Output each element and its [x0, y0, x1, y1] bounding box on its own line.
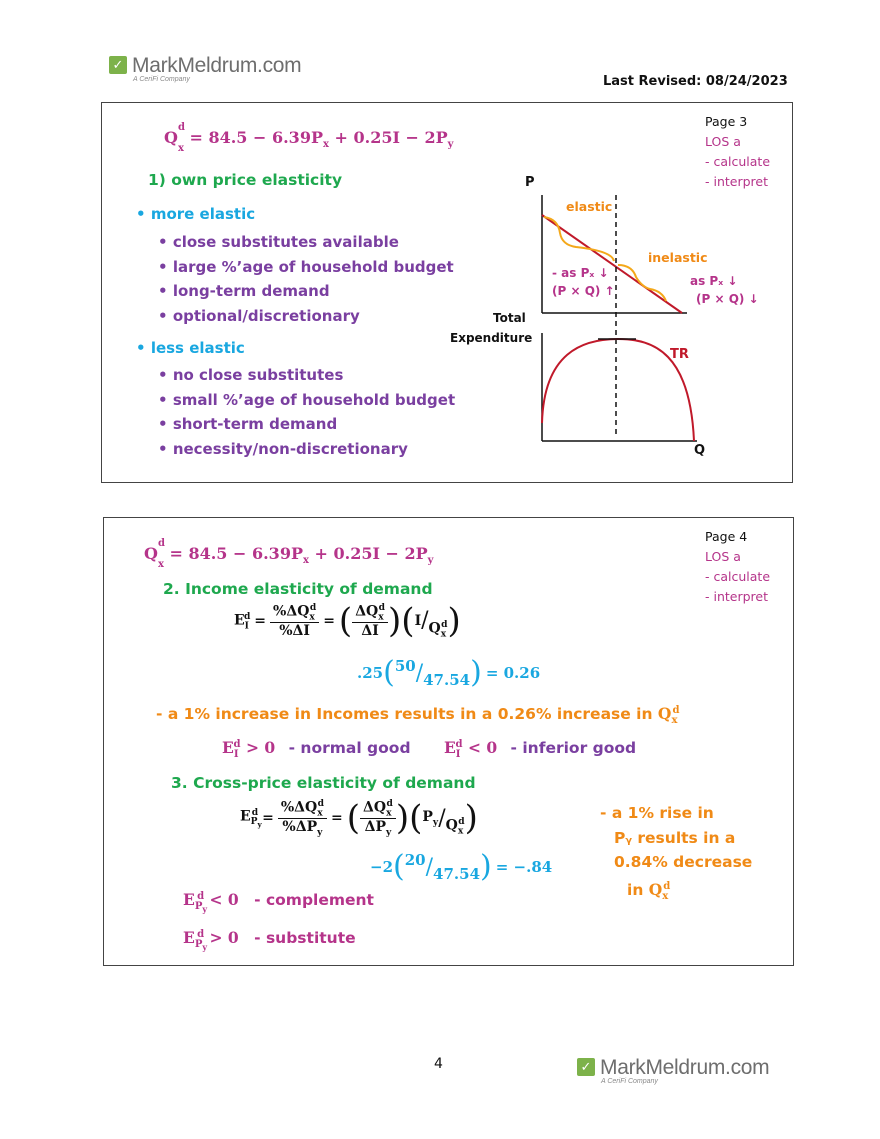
logo-name: MarkMeldrum.com — [132, 54, 302, 77]
more-elastic-list: • close substitutes available • large %’… — [158, 230, 454, 328]
elastic-note: - as Pₓ ↓ (P × Q) ↑ — [552, 266, 615, 298]
cross-price-heading: 3. Cross-price elasticity of demand — [171, 774, 476, 792]
elasticity-graph — [541, 195, 697, 442]
income-interpretation: - a 1% increase in Incomes results in a … — [156, 704, 680, 727]
page-label: Page 3 — [705, 114, 748, 129]
expenditure-label: Expenditure — [450, 331, 533, 345]
los-label: LOS a — [705, 134, 741, 149]
los-item: - interpret — [705, 174, 769, 189]
last-revised: Last Revised: 08/24/2023 — [603, 74, 788, 89]
elastic-brace — [543, 216, 615, 262]
more-elastic-heading: • more elastic — [136, 205, 256, 223]
list-item: • short-term demand — [158, 415, 338, 433]
cross-price-calculation: −2 ( 20 / 47.54 ) = −.84 — [370, 849, 553, 884]
logo-tagline: A CeriFi Company — [133, 76, 190, 83]
list-item: • large %’age of household budget — [158, 257, 454, 276]
los-label: LOS a — [705, 549, 741, 564]
income-elasticity-heading: 2. Income elasticity of demand — [163, 580, 433, 598]
own-price-heading: 1) own price elasticity — [148, 171, 343, 189]
list-item: • optional/discretionary — [158, 306, 360, 325]
complement-rule: EPyd < 0 - complement — [183, 890, 374, 915]
checkmark-icon: ✓ — [577, 1058, 595, 1076]
p-axis-label: P — [525, 175, 535, 190]
list-item: • no close substitutes — [158, 366, 344, 384]
page-label: Page 4 — [705, 529, 748, 544]
page-number: 4 — [434, 1056, 443, 1072]
inelastic-note: as Pₓ ↓ (P × Q) ↓ — [690, 274, 759, 306]
los-item: - interpret — [705, 589, 769, 604]
logo-tagline: A CeriFi Company — [601, 1078, 658, 1085]
header-logo: ✓ MarkMeldrum.com A CeriFi Company — [109, 54, 302, 83]
inelastic-brace — [617, 264, 667, 302]
logo-name: MarkMeldrum.com — [600, 1056, 770, 1079]
los-item: - calculate — [705, 154, 771, 169]
checkmark-icon: ✓ — [109, 56, 127, 74]
income-calculation: .25 ( 50 / 47.54 ) = 0.26 — [357, 655, 541, 690]
elastic-label: elastic — [566, 199, 613, 214]
total-label: Total — [493, 311, 526, 325]
list-item: • necessity/non-discretionary — [158, 439, 408, 458]
demand-curve — [541, 214, 683, 314]
less-elastic-heading: • less elastic — [136, 339, 245, 357]
less-elastic-list: • no close substitutes • small %’age of … — [158, 363, 455, 461]
list-item: • long-term demand — [158, 282, 330, 300]
tr-label: TR — [670, 347, 689, 362]
income-goods-classification: EId > 0 - normal good EId < 0 - inferior… — [222, 738, 637, 761]
page-ref: Page 3 LOS a - calculate - interpret — [705, 112, 770, 192]
page-ref: Page 4 LOS a - calculate - interpret — [705, 527, 770, 607]
cross-price-interpretation: - a 1% rise in Pᵧ results in a 0.84% dec… — [600, 804, 753, 902]
q-axis-label: Q — [694, 443, 706, 458]
los-item: - calculate — [705, 569, 771, 584]
list-item: • small %’age of household budget — [158, 390, 456, 409]
substitute-rule: EPyd > 0 - substitute — [183, 928, 356, 953]
inelastic-label: inelastic — [648, 250, 708, 265]
footer-logo: ✓ MarkMeldrum.com A CeriFi Company — [577, 1056, 770, 1085]
list-item: • close substitutes available — [158, 233, 399, 251]
